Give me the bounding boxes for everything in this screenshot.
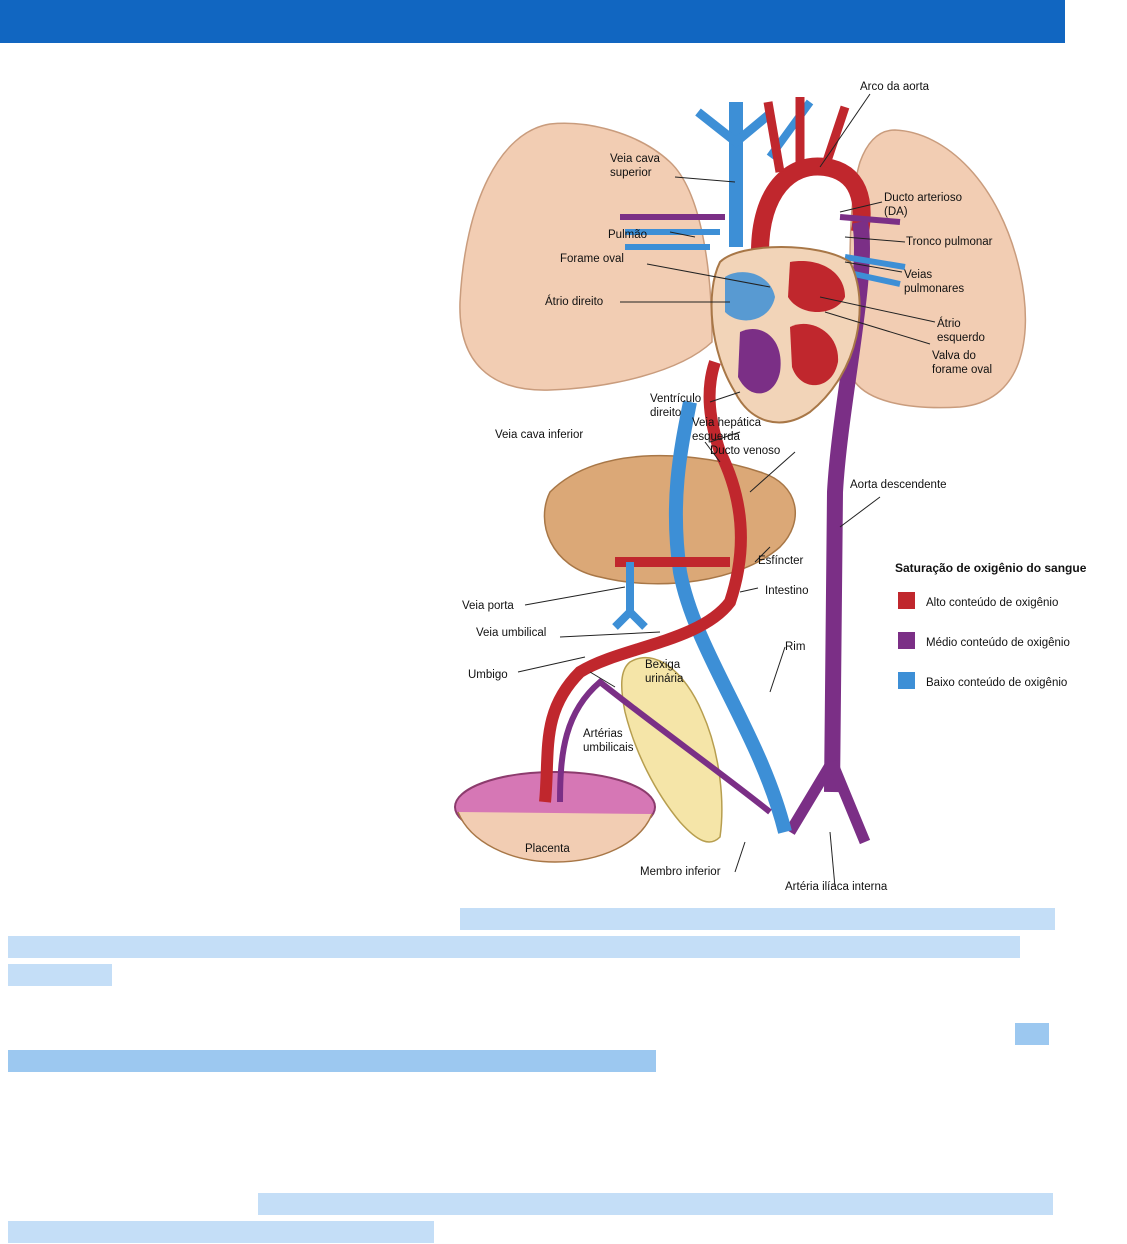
- legend-title: Saturação de oxigênio do sangue: [895, 561, 1087, 575]
- label-veias-pulmonares-2: pulmonares: [904, 283, 964, 295]
- legend-item-low: Baixo conteúdo de oxigênio: [926, 677, 1067, 689]
- label-umbigo: Umbigo: [468, 669, 508, 681]
- label-arterias-1: Artérias: [583, 728, 623, 740]
- label-veia-hepatica-1: Veia hepática: [692, 417, 762, 429]
- label-valva-2: forame oval: [932, 364, 992, 376]
- legend-swatch-low: [898, 672, 915, 689]
- label-tronco-pulmonar: Tronco pulmonar: [906, 236, 993, 248]
- label-atrio-esquerdo-2: esquerdo: [937, 332, 985, 344]
- label-valva-1: Valva do: [932, 350, 976, 362]
- label-arco-aorta: Arco da aorta: [860, 81, 930, 93]
- label-veia-cava-inferior: Veia cava inferior: [495, 429, 583, 441]
- label-veia-cava-superior-1: Veia cava: [610, 153, 660, 165]
- label-bexiga-2: urinária: [645, 673, 684, 685]
- label-ducto-arterioso-2: (DA): [884, 206, 908, 218]
- highlight-line: [8, 964, 112, 986]
- label-arterias-2: umbilicais: [583, 742, 634, 754]
- left-lung: [459, 122, 713, 391]
- label-veias-pulmonares-1: Veias: [904, 269, 932, 281]
- bladder: [620, 656, 723, 843]
- label-atrio-direito: Átrio direito: [545, 295, 603, 308]
- highlight-line: [8, 1221, 434, 1243]
- legend-item-high: Alto conteúdo de oxigênio: [926, 597, 1058, 609]
- label-veia-hepatica-2: esquerda: [692, 431, 741, 443]
- label-veia-cava-superior-2: superior: [610, 167, 652, 179]
- highlight-line: [258, 1193, 1053, 1215]
- highlight-line: [460, 908, 1055, 930]
- label-ventriculo-1: Ventrículo: [650, 393, 701, 405]
- label-aorta-descendente: Aorta descendente: [850, 479, 947, 491]
- legend-swatch-high: [898, 592, 915, 609]
- label-ducto-arterioso-1: Ducto arterioso: [884, 192, 962, 204]
- label-forame-oval: Forame oval: [560, 253, 624, 265]
- legend-swatch-medium: [898, 632, 915, 649]
- label-veia-umbilical: Veia umbilical: [476, 627, 546, 639]
- fetal-circulation-diagram: Saturação de oxigênio do sangue Alto con…: [440, 72, 1127, 902]
- label-intestino: Intestino: [765, 585, 808, 597]
- label-placenta: Placenta: [525, 843, 570, 855]
- highlight-line: [8, 1050, 656, 1072]
- highlight-line: [1015, 1023, 1049, 1045]
- label-membro-inferior: Membro inferior: [640, 866, 721, 878]
- label-arteria-iliaca: Artéria ilíaca interna: [785, 881, 888, 893]
- label-pulmao: Pulmão: [608, 229, 647, 241]
- label-ventriculo-2: direito: [650, 407, 681, 419]
- highlight-line: [8, 936, 1020, 958]
- legend-item-medium: Médio conteúdo de oxigênio: [926, 637, 1070, 649]
- label-ducto-venoso: Ducto venoso: [710, 445, 780, 457]
- label-rim: Rim: [785, 641, 805, 653]
- label-atrio-esquerdo-1: Átrio: [937, 317, 961, 330]
- label-veia-porta: Veia porta: [462, 600, 514, 612]
- header-bar: [0, 0, 1065, 43]
- label-bexiga-1: Bexiga: [645, 659, 681, 671]
- label-esfincter: Esfíncter: [758, 555, 804, 567]
